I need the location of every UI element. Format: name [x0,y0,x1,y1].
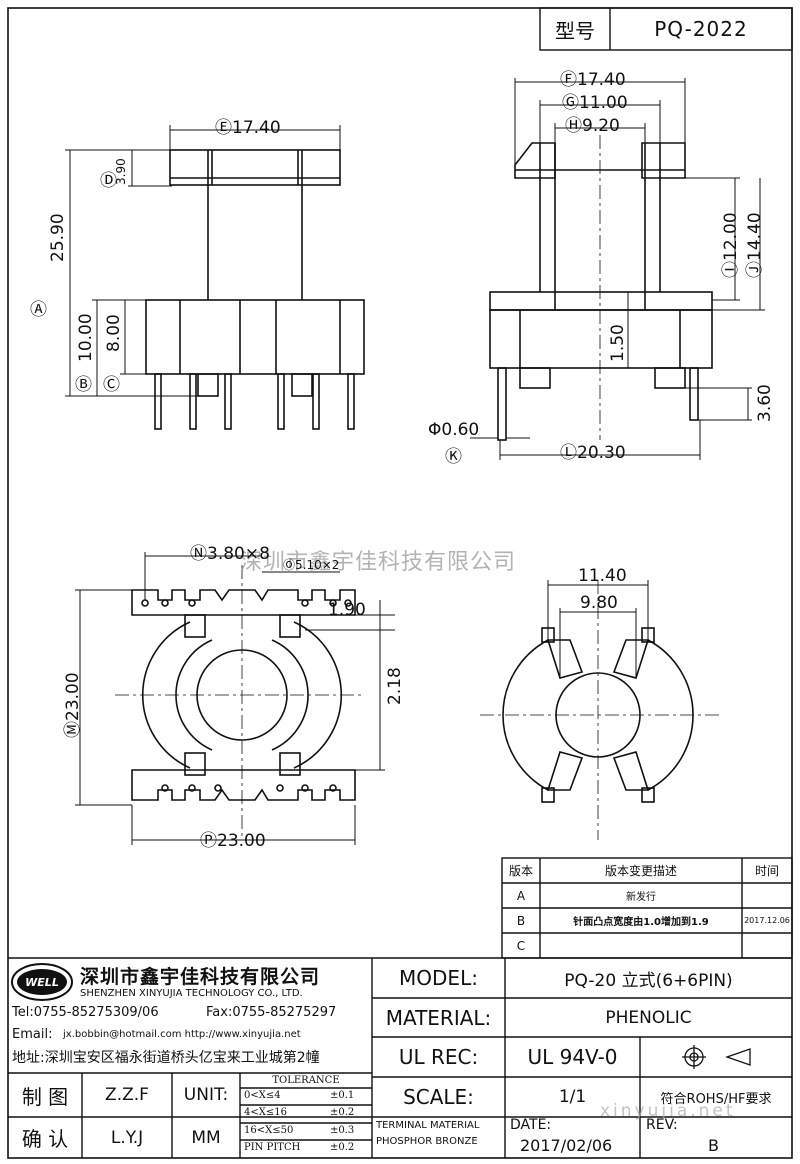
title-block-grid [8,7,793,1158]
drawing-border [7,7,793,1159]
material-value: PHENOLIC [605,1007,692,1028]
rev-header-version: 版本 [508,864,533,878]
date-label: DATE: [510,1117,552,1133]
unit-label: UNIT: [183,1085,229,1105]
model-value: PQ-20 立式(6+6PIN) [564,970,733,991]
tol-val-4: ±0.2 [330,1142,355,1153]
terminal-material-value: PHOSPHOR BRONZE [376,1136,478,1147]
dim-c-value: 8.00 [104,314,124,352]
tol-range-2: 4<X≤16 [244,1107,287,1118]
ul-label: UL REC: [398,1045,479,1069]
dim-o: Ⓞ5.10×2 [283,558,340,572]
scale-label: SCALE: [403,1085,474,1109]
side-view [470,78,765,460]
dim-l: Ⓛ20.30 [560,443,626,463]
company-watermark: 深圳市鑫宇佳科技有限公司 [240,550,517,575]
dim-a-value: 25.90 [48,213,68,262]
core-view [502,580,694,803]
company-tel: Tel:0755-85275309/06 [12,1005,159,1020]
logo-text: WELL [25,975,59,989]
rev-row-b-version: B [516,913,526,928]
company-logo [11,963,73,1001]
tol-range-1: 0<X≤4 [244,1090,281,1101]
company-email-label: Email: [12,1027,53,1042]
dim-j: Ⓙ14.40 [745,212,765,278]
dim-360: 3.60 [755,384,775,422]
rev-row-a-desc: 新发行 [626,892,656,903]
rev-row-a-date [742,883,792,908]
dim-b-marker: Ⓑ [75,375,92,395]
date-value: 2017/02/06 [520,1136,613,1155]
front-view [65,125,365,430]
material-label: MATERIAL: [385,1005,492,1030]
rohs-note: 符合ROHS/HF要求 [660,1091,772,1107]
dim-k-marker: Ⓚ [445,447,462,467]
dim-f: Ⓕ17.40 [560,70,626,90]
check-label: 确 认 [21,1127,69,1151]
site-watermark: xinyujia.net [600,1101,736,1121]
dim-b-value: 10.00 [76,313,96,362]
rev-row-a-version: A [516,888,526,903]
check-value: L.Y.J [110,1127,144,1148]
tol-val-2: ±0.2 [330,1107,355,1118]
model-label: MODEL: [399,966,478,990]
dim-190: 1.90 [328,600,366,620]
tol-val-1: ±0.1 [330,1090,355,1101]
dim-150: 1.50 [608,324,628,362]
ul-symbols [682,1045,751,1069]
rev-row-b-date: 2017.12.06 [744,916,790,925]
dim-c-marker: Ⓒ [103,375,120,395]
tol-range-3: 16<X≤50 [244,1125,294,1136]
rev-header-desc: 版本变更描述 [604,864,677,878]
bottom-view [75,552,395,845]
unit-value: MM [191,1127,221,1148]
company-fax: Fax:0755-85275297 [206,1005,337,1020]
tolerance-title: TOLERANCE [272,1075,340,1086]
rev-row-c-version: C [516,938,526,953]
dim-i: Ⓘ12.00 [721,212,741,278]
dim-n: Ⓝ3.80×8 [190,544,270,564]
dim-m: Ⓜ23.00 [63,672,83,738]
tol-range-4: PIN PITCH [244,1142,301,1153]
dim-p: Ⓟ23.00 [200,831,266,851]
type-label: 型号 [555,18,595,43]
scale-value: 1/1 [558,1087,587,1107]
drawn-value: Z.Z.F [105,1085,149,1105]
company-name-en: SHENZHEN XINYUJIA TECHNOLOGY CO., LTD. [80,988,303,999]
dim-980: 9.80 [580,593,618,613]
dim-d-marker: Ⓓ [100,171,117,191]
dim-k-value: Φ0.60 [428,420,480,440]
part-number: PQ-2022 [654,17,748,41]
dim-g: Ⓖ11.00 [562,93,628,113]
dim-e: Ⓔ17.40 [215,118,281,138]
tol-val-3: ±0.3 [330,1125,355,1136]
dim-218: 2.18 [385,667,405,705]
company-name-cn: 深圳市鑫宇佳科技有限公司 [80,966,321,988]
terminal-material-label: TERMINAL MATERIAL [376,1120,480,1131]
company-email: jx.bobbin@hotmail.com http://www.xinyuji… [63,1029,301,1040]
rev-header-date: 时间 [754,864,779,878]
dim-d-value: 3.90 [114,158,128,185]
rev-row-b-desc: 针面凸点宽度由1.0增加到1.9 [573,917,709,928]
rev-value: B [708,1136,719,1155]
dim-h: Ⓗ9.20 [565,116,620,136]
ul-value: UL 94V-0 [527,1045,618,1069]
drawn-label: 制 图 [21,1084,69,1109]
dim-a-marker: Ⓐ [30,300,47,320]
rev-label: REV: [646,1117,678,1133]
company-address: 地址:深圳宝安区福永街道桥头亿宝来工业城第2幢 [12,1050,320,1066]
dim-1140: 11.40 [578,566,627,586]
